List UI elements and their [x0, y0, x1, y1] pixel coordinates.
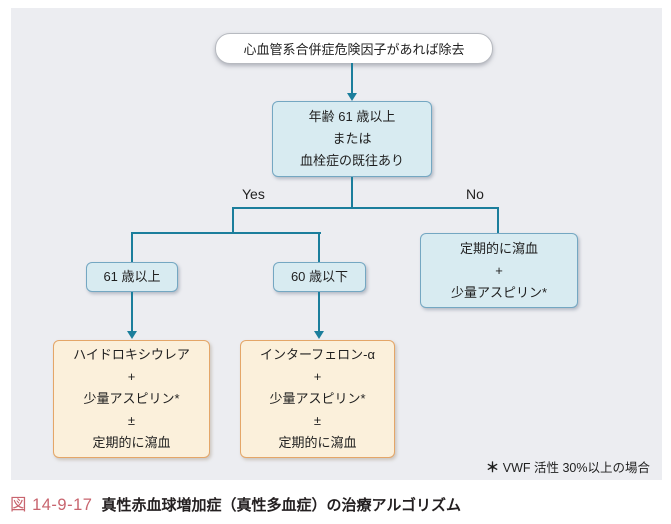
node-treatment-interferon: インターフェロン-α + 少量アスピリン* ± 定期的に瀉血 — [240, 340, 395, 458]
footnote-text: VWF 活性 30%以上の場合 — [502, 461, 650, 475]
connector-yesno-rail — [232, 207, 499, 209]
connector-top-to-decision — [351, 63, 353, 93]
connector-over61-to-treatment — [131, 292, 133, 331]
decision-line-2: または — [332, 131, 372, 146]
node-age-under-60-label: 60 歳以下 — [290, 269, 349, 284]
connector-decision-stem — [351, 177, 353, 208]
connector-to-age-over-61 — [131, 232, 133, 262]
connector-no-stem — [497, 207, 499, 234]
node-remove-cardio-risk: 心血管系合併症危険因子があれば除去 — [215, 33, 493, 64]
figure-number: 図 14-9-17 — [10, 496, 93, 514]
flowchart-panel: 心血管系合併症危険因子があれば除去 年齢 61 歳以上 または 血栓症の既往あり… — [11, 8, 662, 480]
treatment-ifn-line-1: インターフェロン-α — [259, 347, 376, 362]
no-branch-line-3: 少量アスピリン* — [450, 284, 548, 300]
treatment-hu-line-1: ハイドロキシウレア — [73, 347, 190, 362]
treatment-ifn-line-2: + — [313, 369, 322, 384]
treatment-hu-line-3: 少量アスピリン* — [83, 391, 180, 406]
treatment-ifn-line-3: 少量アスピリン* — [269, 391, 366, 406]
decision-line-1: 年齢 61 歳以上 — [308, 109, 396, 124]
figure-caption: 図 14-9-17 真性赤血球増加症（真性多血症）の治療アルゴリズム — [10, 491, 461, 515]
arrowhead-under60-to-treatment — [314, 331, 324, 339]
treatment-hu-line-4: ± — [127, 413, 136, 428]
footnote: ＊ VWF 活性 30%以上の場合 — [400, 456, 650, 476]
arrowhead-top-to-decision — [347, 93, 357, 101]
node-no-branch-treatment: 定期的に瀉血 + 少量アスピリン* — [420, 233, 578, 308]
no-branch-line-1: 定期的に瀉血 — [459, 240, 538, 256]
node-decision-age-thrombosis: 年齢 61 歳以上 または 血栓症の既往あり — [272, 101, 432, 177]
branch-label-yes: Yes — [242, 186, 265, 202]
treatment-hu-line-5: 定期的に瀉血 — [92, 435, 171, 450]
treatment-hu-line-2: + — [127, 369, 136, 384]
node-remove-cardio-risk-label: 心血管系合併症危険因子があれば除去 — [243, 42, 465, 57]
decision-line-3: 血栓症の既往あり — [299, 153, 404, 168]
connector-under60-to-treatment — [318, 292, 320, 331]
figure-title: 真性赤血球増加症（真性多血症）の治療アルゴリズム — [101, 497, 462, 514]
no-branch-line-2: + — [495, 262, 503, 278]
branch-label-no: No — [466, 186, 484, 202]
arrowhead-over61-to-treatment — [127, 331, 137, 339]
node-age-under-60: 60 歳以下 — [273, 262, 366, 292]
footnote-asterisk: ＊ — [485, 460, 500, 475]
connector-age-rail — [131, 232, 321, 234]
node-age-over-61: 61 歳以上 — [86, 262, 178, 292]
connector-to-age-under-60 — [318, 232, 320, 262]
node-treatment-hydroxyurea: ハイドロキシウレア + 少量アスピリン* ± 定期的に瀉血 — [53, 340, 210, 458]
connector-yes-stem — [232, 207, 234, 234]
treatment-ifn-line-4: ± — [313, 413, 322, 428]
treatment-ifn-line-5: 定期的に瀉血 — [278, 435, 357, 450]
node-age-over-61-label: 61 歳以上 — [103, 269, 161, 284]
